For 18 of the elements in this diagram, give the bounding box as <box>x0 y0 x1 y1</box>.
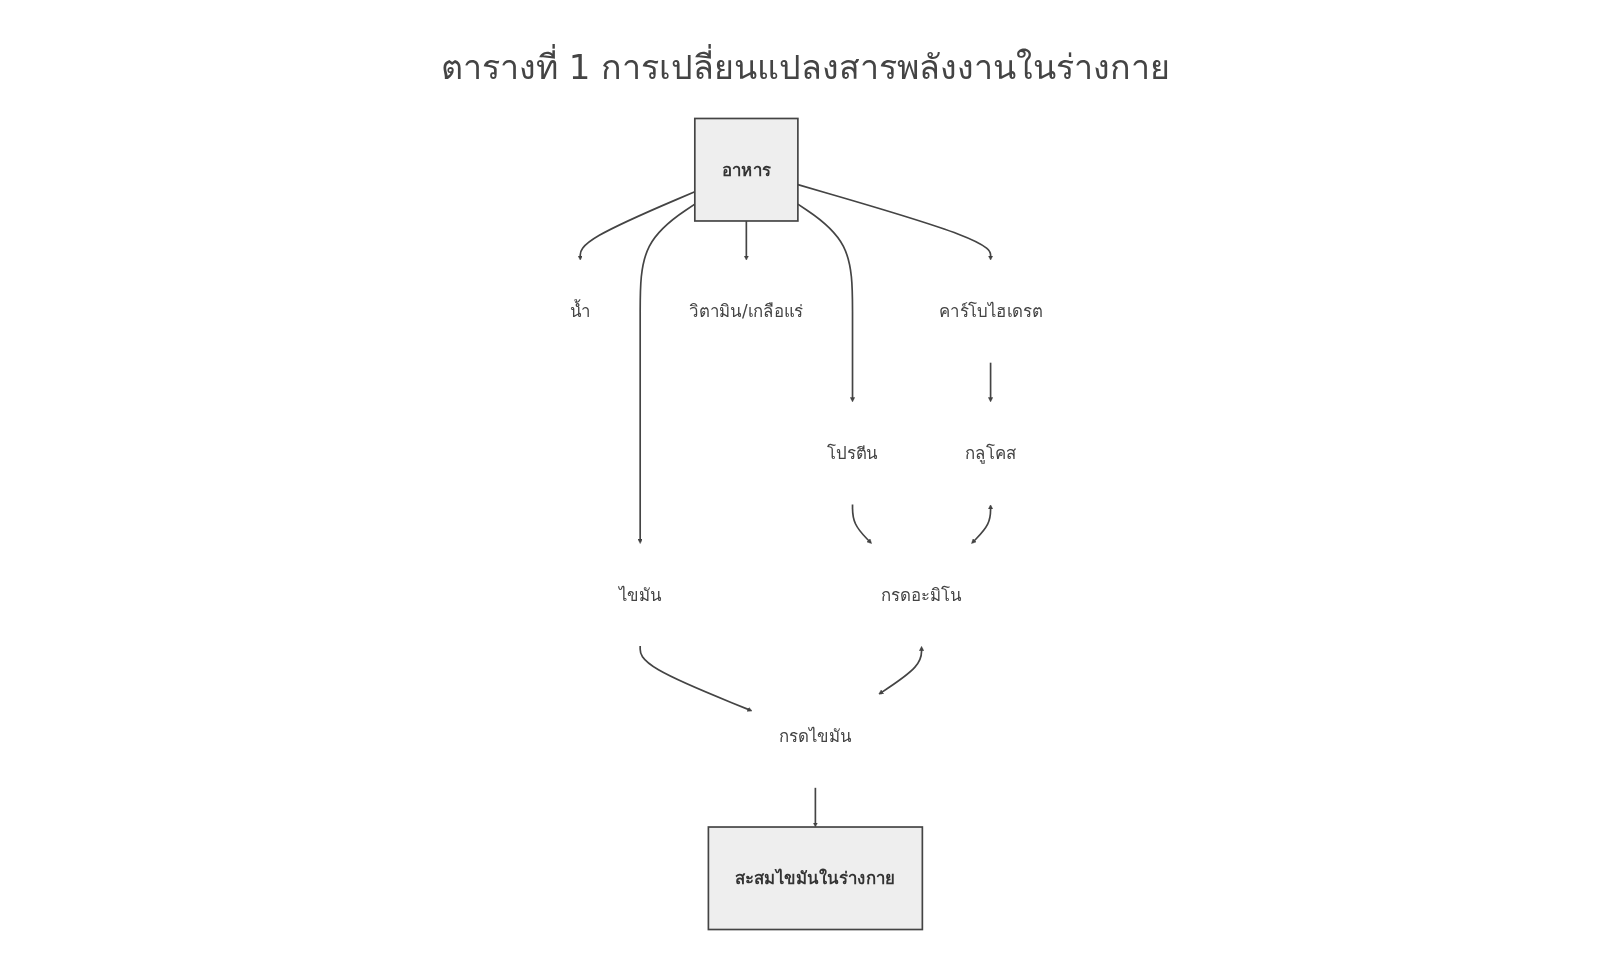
node-text: วิตามิน/เกลือแร่ <box>688 301 803 322</box>
arrow <box>812 786 818 828</box>
node-text: ไขมัน <box>618 585 662 605</box>
diagram-title: ตารางที่ 1 การเปลี่ยนแปลงสารพลังงานในร่างกาย <box>440 40 1171 94</box>
node-text: น้ำ <box>569 301 591 322</box>
node-text: กรดอะมิโน <box>880 585 962 605</box>
node-box: อาหาร <box>693 117 799 222</box>
node-text: โปรตีน <box>826 443 878 463</box>
arrow <box>743 220 749 261</box>
arrow <box>987 361 993 403</box>
node-box: สะสมไขมันในร่างกาย <box>707 826 923 931</box>
arrow <box>638 645 752 712</box>
arrow <box>851 503 872 544</box>
arrow <box>970 504 993 544</box>
node-text: คาร์โบไฮเดรต <box>938 301 1042 322</box>
node-text: กลูโคส <box>964 443 1016 463</box>
arrow <box>877 646 924 695</box>
node-text: กรดไขมัน <box>778 726 852 747</box>
